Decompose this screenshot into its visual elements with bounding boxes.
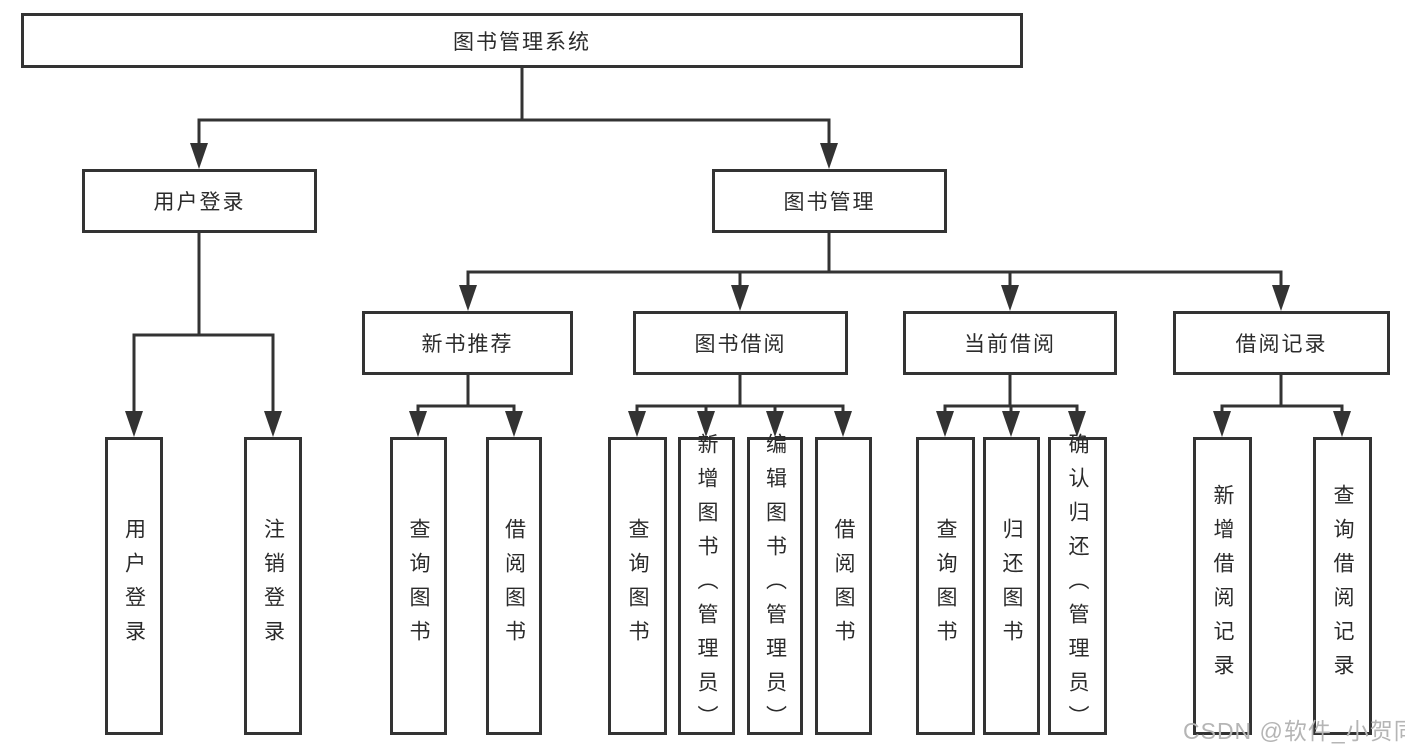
arrowhead-icon	[1213, 411, 1231, 437]
node-new-book-recommend-label: 新书推荐	[421, 333, 514, 356]
leaf-logout: 注销登录	[244, 437, 302, 735]
leaf-add-borrow-record: 新增借阅记录	[1193, 437, 1252, 735]
arrowhead-icon	[1272, 285, 1290, 311]
leaf-confirm-return-admin: 确认归还（管理员）	[1048, 433, 1107, 739]
node-book-borrow: 图书借阅	[633, 311, 848, 375]
node-book-management: 图书管理	[712, 169, 947, 233]
arrowhead-icon	[1001, 285, 1019, 311]
leaf-edit-book-admin: 编辑图书（管理员）	[747, 433, 803, 739]
arrowhead-icon	[505, 411, 523, 437]
arrowhead-icon	[1333, 411, 1351, 437]
leaf-query-borrow-record: 查询借阅记录	[1313, 437, 1372, 735]
arrowhead-icon	[264, 411, 282, 437]
leaf-query-book-recommend-label: 查询图书	[407, 518, 430, 654]
node-borrow-record-label: 借阅记录	[1235, 333, 1328, 356]
arrowhead-icon	[936, 411, 954, 437]
node-book-borrow-label: 图书借阅	[694, 333, 787, 356]
leaf-borrow-book: 借阅图书	[815, 437, 872, 735]
leaf-query-book-recommend: 查询图书	[390, 437, 447, 735]
arrowhead-icon	[834, 411, 852, 437]
arrowhead-icon	[190, 143, 208, 169]
node-current-borrow-label: 当前借阅	[964, 333, 1056, 356]
node-root-label: 图书管理系统	[453, 30, 591, 54]
leaf-query-book-current: 查询图书	[916, 437, 975, 735]
arrowhead-icon	[409, 411, 427, 437]
arrowhead-icon	[459, 285, 477, 311]
leaf-return-book: 归还图书	[983, 437, 1040, 735]
leaf-borrow-book-recommend-label: 借阅图书	[502, 518, 526, 654]
arrowhead-icon	[731, 285, 749, 311]
leaf-user-login-label: 用户登录	[122, 518, 146, 654]
leaf-borrow-book-label: 借阅图书	[832, 518, 855, 654]
leaf-confirm-return-admin-label: 确认归还（管理员）	[1066, 433, 1089, 739]
node-borrow-record: 借阅记录	[1173, 311, 1390, 375]
leaf-logout-label: 注销登录	[261, 518, 285, 654]
leaf-add-borrow-record-label: 新增借阅记录	[1211, 484, 1234, 688]
watermark: CSDN @软件_小贺同学	[1183, 718, 1405, 744]
leaf-query-book-current-label: 查询图书	[934, 518, 957, 654]
leaf-add-book-admin: 新增图书（管理员）	[678, 433, 735, 739]
leaf-return-book-label: 归还图书	[1000, 518, 1023, 654]
arrowhead-icon	[628, 411, 646, 437]
leaf-add-book-admin-label: 新增图书（管理员）	[695, 433, 718, 739]
leaf-borrow-book-recommend: 借阅图书	[486, 437, 542, 735]
node-root: 图书管理系统	[21, 13, 1023, 68]
leaf-user-login: 用户登录	[105, 437, 163, 735]
node-current-borrow: 当前借阅	[903, 311, 1117, 375]
arrowhead-icon	[1002, 411, 1020, 437]
leaf-query-book-borrow: 查询图书	[608, 437, 667, 735]
node-book-management-label: 图书管理	[783, 191, 876, 214]
node-user-login-label: 用户登录	[153, 191, 246, 214]
leaf-query-borrow-record-label: 查询借阅记录	[1331, 484, 1354, 688]
leaf-query-book-borrow-label: 查询图书	[626, 518, 649, 654]
arrowhead-icon	[125, 411, 143, 437]
leaf-edit-book-admin-label: 编辑图书（管理员）	[763, 433, 787, 739]
arrowhead-icon	[820, 143, 838, 169]
node-user-login: 用户登录	[82, 169, 317, 233]
node-new-book-recommend: 新书推荐	[362, 311, 573, 375]
